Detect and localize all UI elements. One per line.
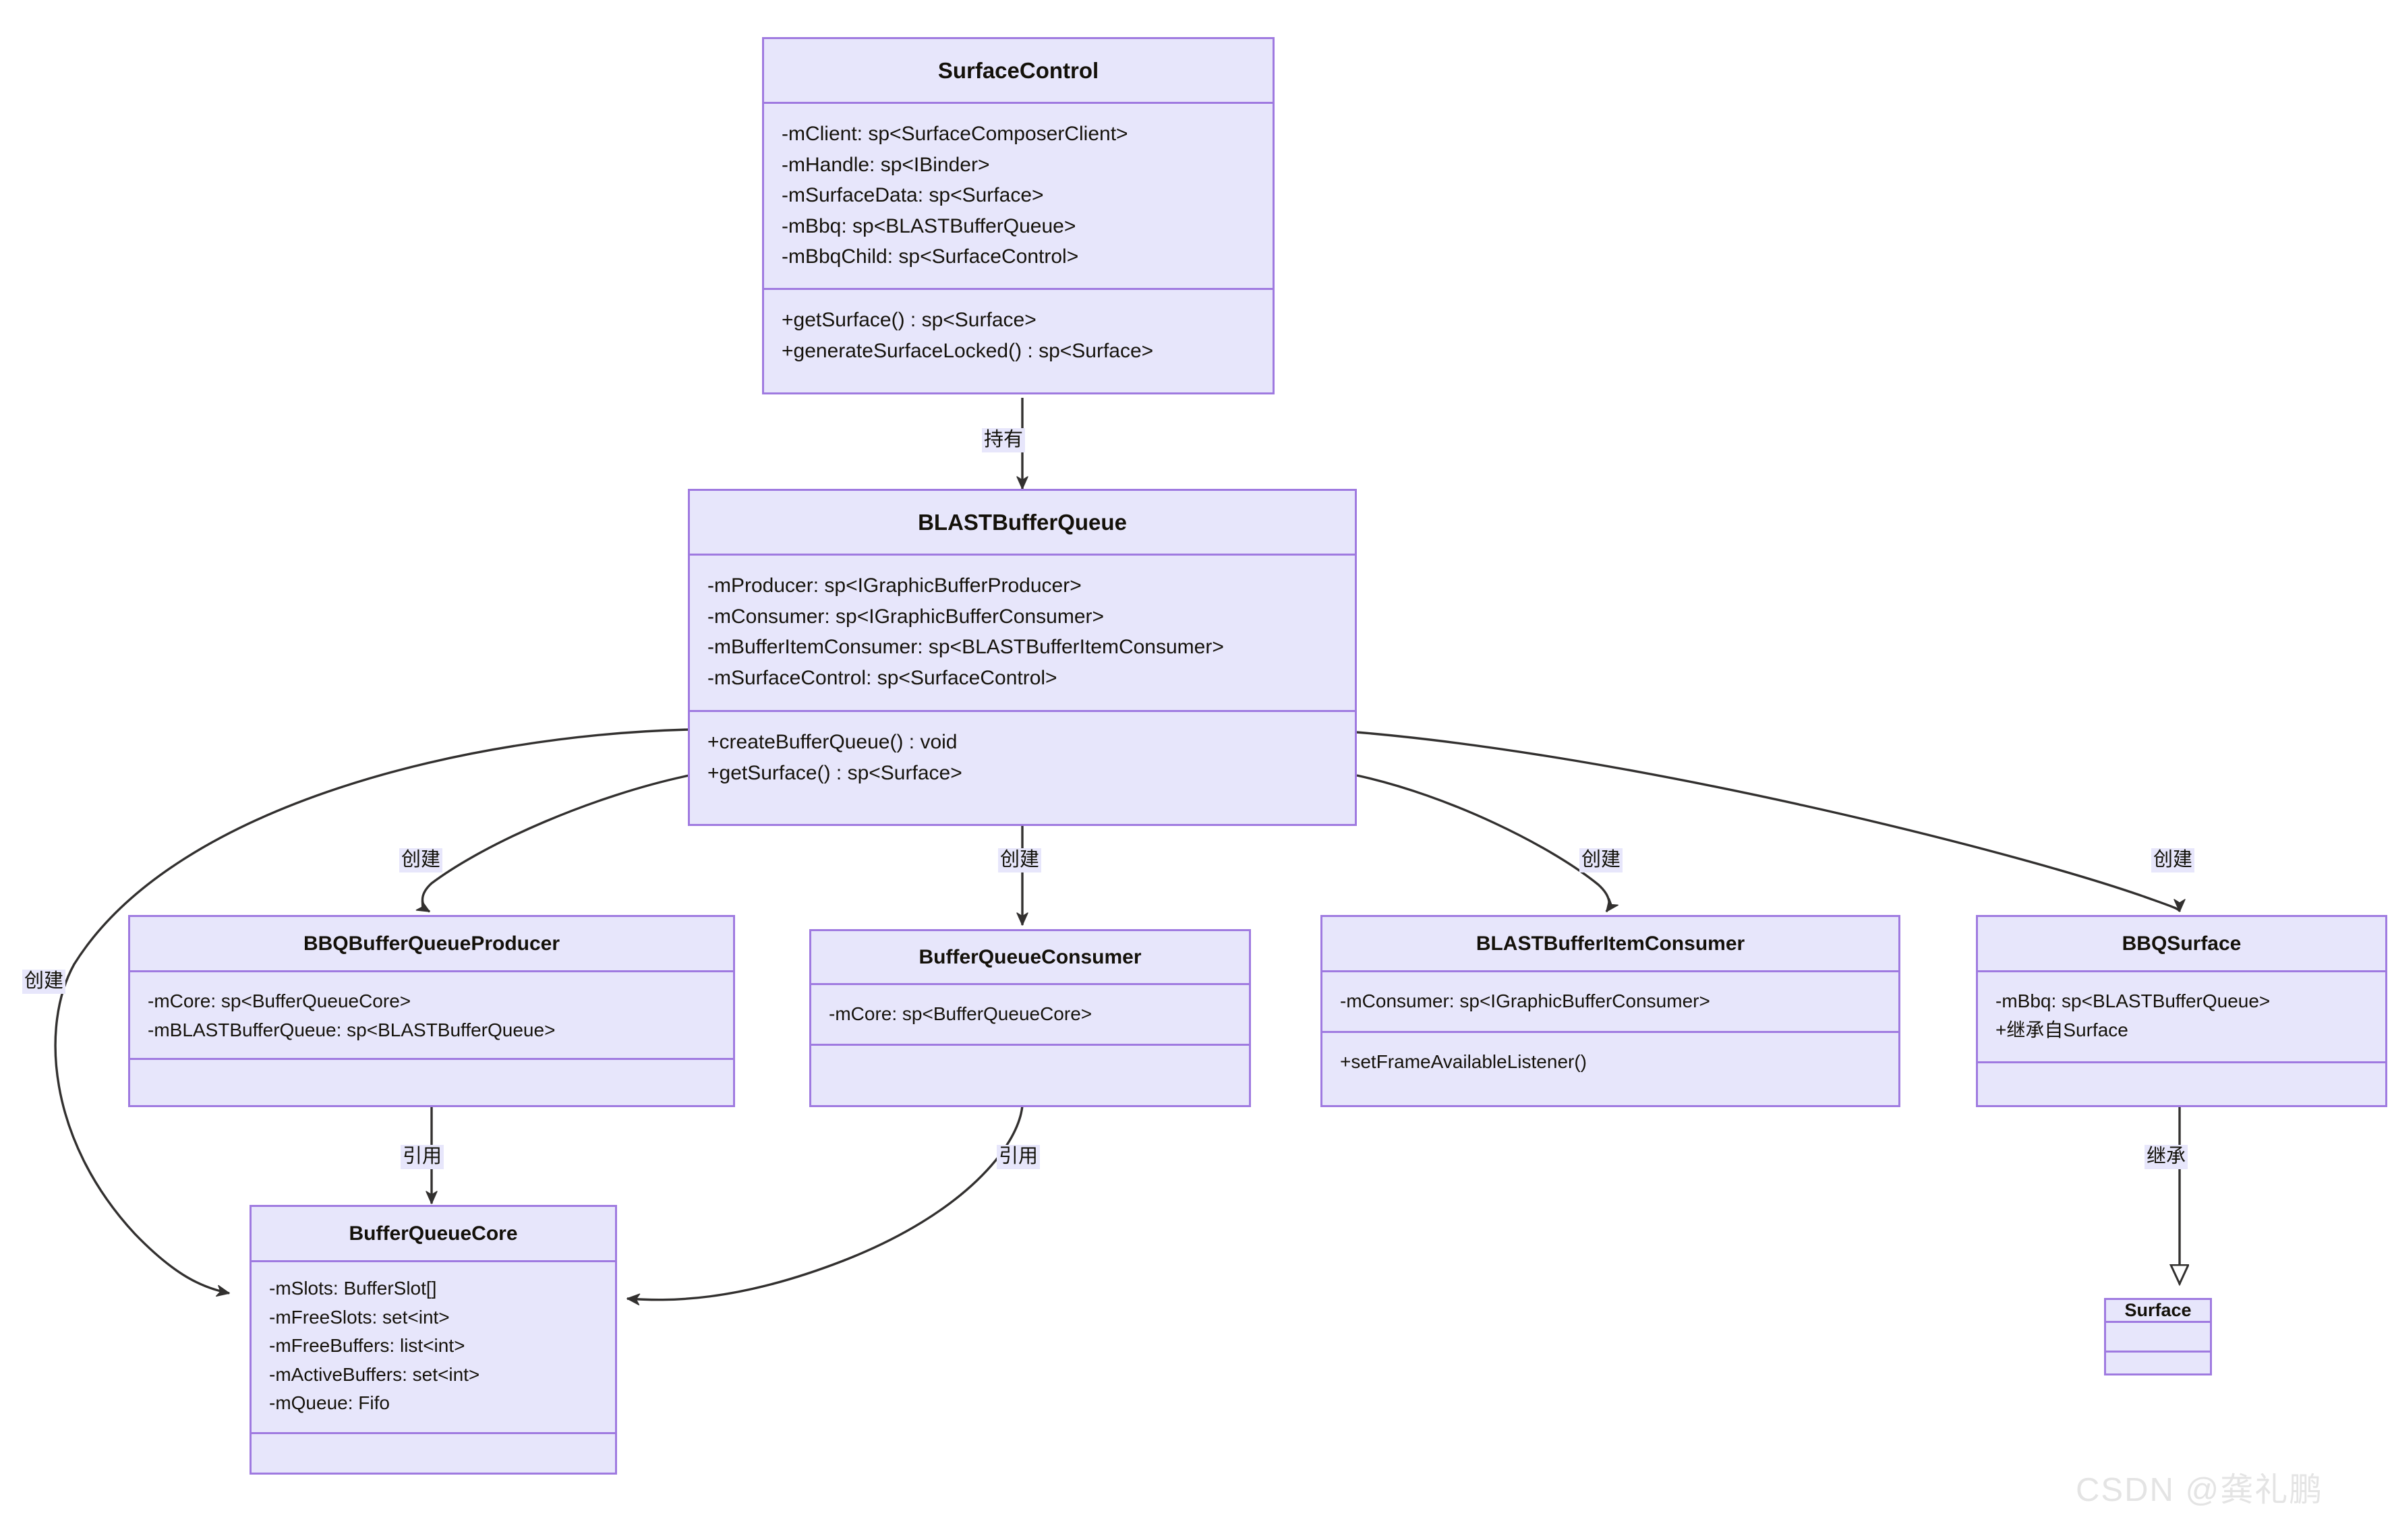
attribute-row: -mHandle: sp<IBinder> [782, 153, 990, 176]
attribute-row: -mFreeBuffers: list<int> [269, 1335, 465, 1357]
edge-bbq-to-bbqsurface [1356, 731, 2186, 912]
method-row: +generateSurfaceLocked() : sp<Surface> [782, 339, 1154, 362]
class-title-bbq-surface: BBQSurface [1978, 917, 2385, 972]
methods-bbq-buffer-queue-producer [130, 1060, 733, 1105]
attribute-row: -mProducer: sp<IGraphicBufferProducer> [707, 574, 1082, 597]
attribute-row: -mSlots: BufferSlot[] [269, 1278, 437, 1299]
method-row: +createBufferQueue() : void [707, 731, 958, 753]
attributes-blast-buffer-item-consumer: -mConsumer: sp<IGraphicBufferConsumer> [1322, 972, 1898, 1033]
attributes-blast-buffer-queue: -mProducer: sp<IGraphicBufferProducer> -… [690, 556, 1355, 712]
attribute-row: -mSurfaceData: sp<Surface> [782, 184, 1044, 207]
attribute-row: -mClient: sp<SurfaceComposerClient> [782, 123, 1128, 145]
attribute-row: -mBufferItemConsumer: sp<BLASTBufferItem… [707, 636, 1224, 659]
edge-label-sc-to-bbq: 持有 [982, 428, 1026, 452]
attributes-bbq-surface: -mBbq: sp<BLASTBufferQueue> +继承自Surface [1978, 972, 2385, 1063]
attribute-row: -mFreeSlots: set<int> [269, 1306, 450, 1328]
edge-label-bbqsurface-to-surface: 继承 [2145, 1145, 2188, 1169]
class-title-blast-buffer-item-consumer: BLASTBufferItemConsumer [1322, 917, 1898, 972]
class-box-bbq-surface[interactable]: BBQSurface -mBbq: sp<BLASTBufferQueue> +… [1976, 915, 2387, 1107]
attribute-row: -mConsumer: sp<IGraphicBufferConsumer> [707, 605, 1105, 628]
methods-buffer-queue-consumer [811, 1046, 1249, 1105]
edge-label-consumer-to-core: 引用 [997, 1145, 1041, 1169]
attribute-row: -mQueue: Fifo [269, 1392, 390, 1414]
method-row: +setFrameAvailableListener() [1340, 1051, 1587, 1072]
methods-blast-buffer-queue: +createBufferQueue() : void +getSurface(… [690, 712, 1355, 824]
edge-label-bbq-to-item-consumer: 创建 [1579, 848, 1623, 872]
methods-surface [2106, 1353, 2210, 1382]
attribute-row: -mActiveBuffers: set<int> [269, 1363, 480, 1385]
attribute-row: -mCore: sp<BufferQueueCore> [148, 990, 411, 1011]
method-row: +getSurface() : sp<Surface> [707, 761, 962, 784]
class-title-surface: Surface [2106, 1300, 2210, 1323]
edge-bbq-to-item-consumer [1356, 774, 1618, 913]
methods-bbq-surface [1978, 1063, 2385, 1105]
edge-label-bbq-to-producer: 创建 [399, 848, 443, 872]
csdn-watermark: CSDN @龚礼鹏 [2076, 1472, 2324, 1508]
methods-surface-control: +getSurface() : sp<Surface> +generateSur… [764, 290, 1273, 392]
attribute-row: +继承自Surface [1995, 1019, 2128, 1040]
class-box-surface-control[interactable]: SurfaceControl -mClient: sp<SurfaceCompo… [762, 37, 1275, 394]
edge-consumer-to-core [626, 1105, 1024, 1305]
attributes-bbq-buffer-queue-producer: -mCore: sp<BufferQueueCore> -mBLASTBuffe… [130, 972, 733, 1060]
attributes-surface-control: -mClient: sp<SurfaceComposerClient> -mHa… [764, 104, 1273, 290]
attribute-row: -mBbq: sp<BLASTBufferQueue> [1995, 990, 2271, 1011]
class-title-bbq-buffer-queue-producer: BBQBufferQueueProducer [130, 917, 733, 972]
attribute-row: -mConsumer: sp<IGraphicBufferConsumer> [1340, 990, 1710, 1011]
class-box-blast-buffer-item-consumer[interactable]: BLASTBufferItemConsumer -mConsumer: sp<I… [1320, 915, 1900, 1107]
class-title-surface-control: SurfaceControl [764, 39, 1273, 104]
edge-label-bbq-to-consumer: 创建 [998, 848, 1042, 872]
class-box-surface[interactable]: Surface [2104, 1298, 2212, 1375]
edge-bbq-to-producer [415, 774, 690, 913]
attributes-surface [2106, 1323, 2210, 1353]
edge-label-producer-to-core: 引用 [401, 1145, 444, 1169]
methods-blast-buffer-item-consumer: +setFrameAvailableListener() [1322, 1033, 1898, 1105]
class-box-blast-buffer-queue[interactable]: BLASTBufferQueue -mProducer: sp<IGraphic… [688, 489, 1357, 826]
attribute-row: -mBbqChild: sp<SurfaceControl> [782, 245, 1079, 268]
edge-label-bbq-to-core-left: 创建 [22, 970, 66, 994]
attribute-row: -mBbq: sp<BLASTBufferQueue> [782, 214, 1076, 237]
attribute-row: -mCore: sp<BufferQueueCore> [829, 1003, 1092, 1024]
attribute-row: -mSurfaceControl: sp<SurfaceControl> [707, 666, 1057, 689]
attributes-buffer-queue-core: -mSlots: BufferSlot[] -mFreeSlots: set<i… [252, 1262, 615, 1434]
class-title-buffer-queue-consumer: BufferQueueConsumer [811, 931, 1249, 985]
attribute-row: -mBLASTBufferQueue: sp<BLASTBufferQueue> [148, 1019, 556, 1040]
class-box-bbq-buffer-queue-producer[interactable]: BBQBufferQueueProducer -mCore: sp<Buffer… [128, 915, 735, 1107]
class-title-buffer-queue-core: BufferQueueCore [252, 1207, 615, 1262]
class-title-blast-buffer-queue: BLASTBufferQueue [690, 491, 1355, 556]
class-box-buffer-queue-core[interactable]: BufferQueueCore -mSlots: BufferSlot[] -m… [250, 1205, 617, 1475]
attributes-buffer-queue-consumer: -mCore: sp<BufferQueueCore> [811, 985, 1249, 1046]
class-box-buffer-queue-consumer[interactable]: BufferQueueConsumer -mCore: sp<BufferQue… [809, 929, 1251, 1107]
methods-buffer-queue-core [252, 1434, 615, 1473]
edge-label-bbq-to-bbqsurface: 创建 [2151, 848, 2195, 872]
method-row: +getSurface() : sp<Surface> [782, 309, 1037, 331]
